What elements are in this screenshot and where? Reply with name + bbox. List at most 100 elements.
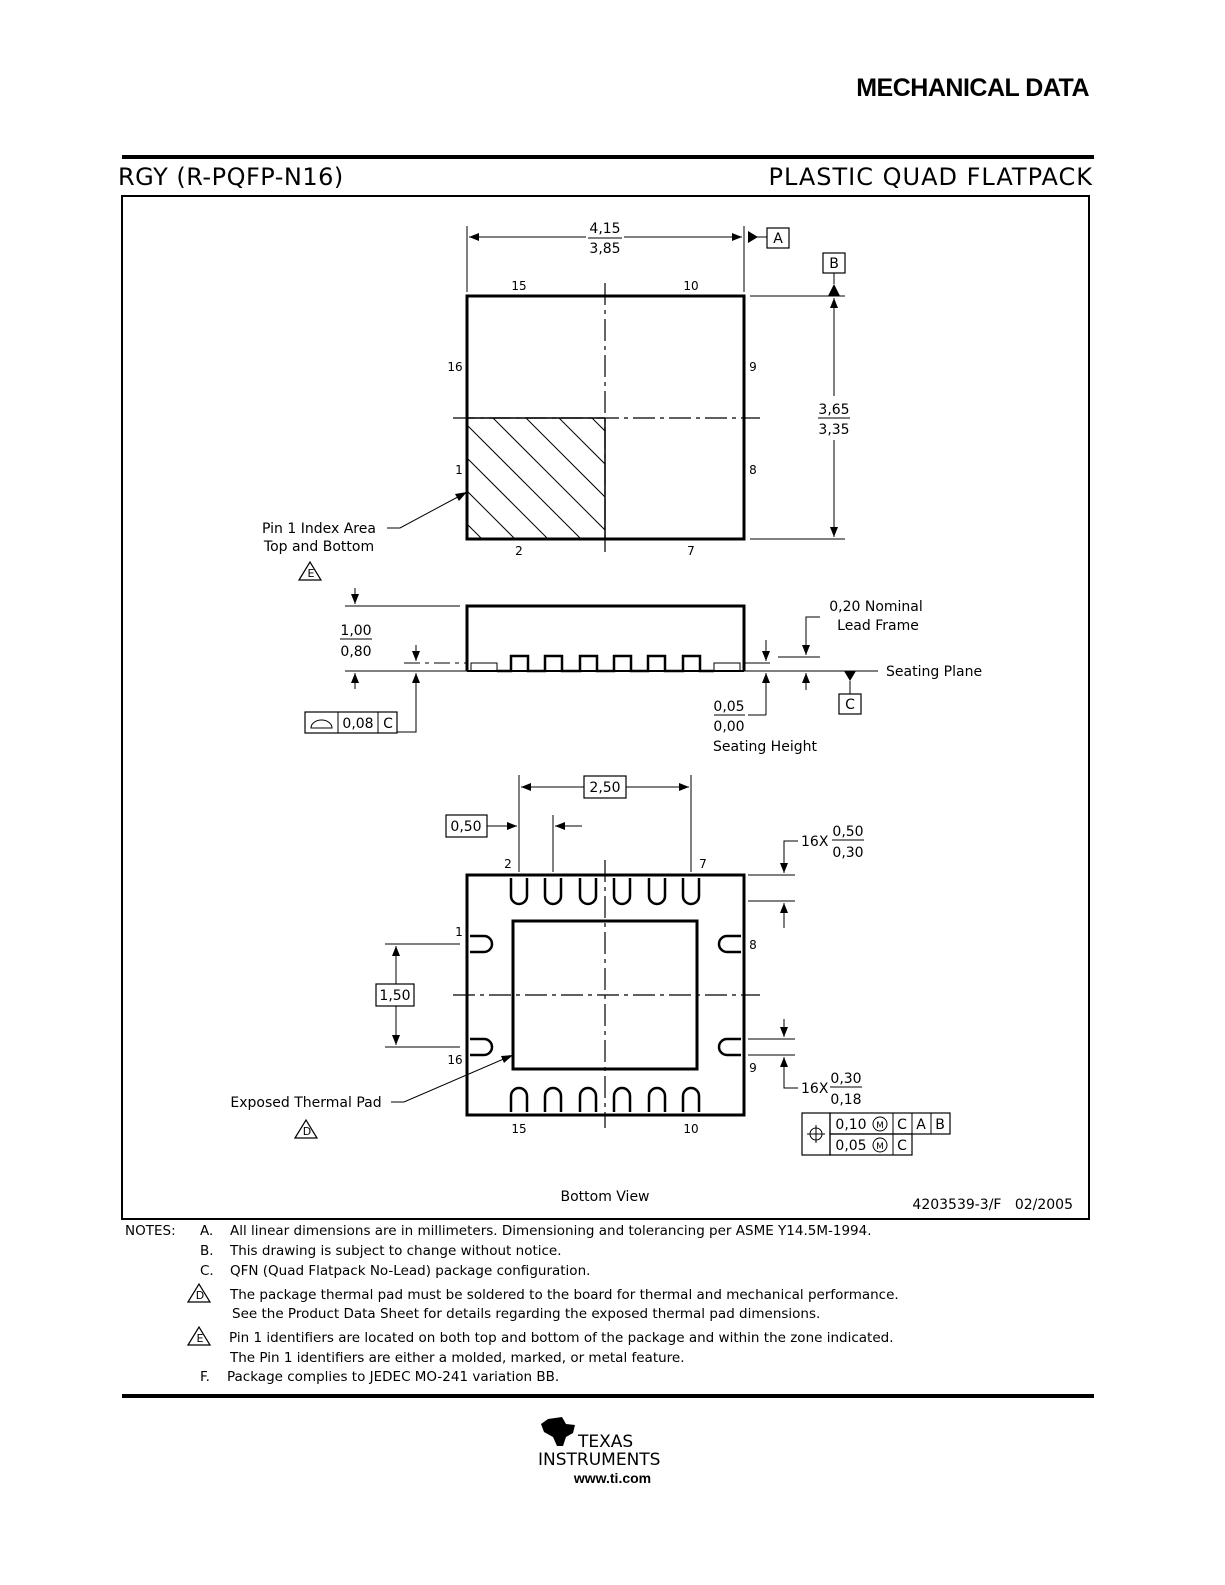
header-rule [122, 155, 1094, 159]
pin-label: 7 [687, 544, 695, 558]
note-d-triangle [186, 1282, 212, 1303]
index-label: Top and Bottom [263, 539, 374, 555]
note-text: QFN (Quad Flatpack No-Lead) package conf… [230, 1263, 591, 1279]
seating-height-label: Seating Height [713, 739, 817, 755]
note-text: The package thermal pad must be soldered… [230, 1287, 899, 1303]
page-title: MECHANICAL DATA [856, 74, 1089, 102]
mmc-icon [872, 1116, 888, 1132]
ti-brand-2: INSTRUMENTS [538, 1450, 660, 1470]
lead-length-min: 0,30 [832, 845, 863, 861]
pin-label: 7 [699, 857, 707, 871]
side-view: 1,00 0,80 0,08 C 0,05 0,00 Seating Heigh… [304, 588, 982, 755]
note-text: See the Product Data Sheet for details r… [232, 1306, 821, 1322]
note-d-ref: D [303, 1125, 311, 1138]
datum-b: B [829, 256, 839, 272]
flatness-frame [304, 711, 398, 734]
pad-span-box [375, 983, 415, 1007]
note-e-marker: E [197, 1332, 204, 1345]
lead-width-max: 0,30 [830, 1071, 861, 1087]
note-text: The Pin 1 identifiers are either a molde… [230, 1350, 685, 1366]
height-min: 3,35 [818, 422, 849, 438]
drawing-frame [121, 195, 1090, 1220]
lead-width-min: 0,18 [830, 1092, 861, 1108]
notes-label: NOTES: [125, 1223, 176, 1239]
pin-label: 10 [683, 1122, 698, 1136]
package-type: PLASTIC QUAD FLATPACK [768, 163, 1093, 191]
pin-label: 16 [447, 1053, 462, 1067]
note-d-marker: D [196, 1289, 204, 1302]
note-letter: A. [200, 1223, 214, 1239]
note-e-ref: E [308, 567, 315, 580]
width-max: 4,15 [589, 221, 620, 237]
pin-label: 2 [504, 857, 512, 871]
pin1-hatch [467, 418, 605, 539]
pin-label: 15 [511, 279, 526, 293]
note-text: Package complies to JEDEC MO-241 variati… [227, 1369, 560, 1385]
pin-label: 15 [511, 1122, 526, 1136]
span-box [583, 775, 627, 799]
side-view-body [465, 604, 746, 671]
package-code: RGY (R-PQFP-N16) [118, 163, 344, 191]
note-d-triangle [293, 1118, 319, 1139]
position-tolerance-frame: 0,10 M C A B 0,05 M C [801, 1112, 951, 1156]
datum-ref: B [935, 1117, 945, 1133]
width-min: 3,85 [589, 241, 620, 257]
pitch-value: 0,50 [450, 819, 481, 835]
lead-frame-label: Lead Frame [837, 618, 919, 634]
note-letter: B. [200, 1243, 214, 1259]
lead-count-1: 16X [801, 834, 829, 850]
ti-brand-1: TEXAS [577, 1432, 633, 1452]
datum-a-box [766, 227, 790, 249]
website-link[interactable]: www.ti.com [573, 1470, 652, 1486]
standoff-max: 0,05 [713, 699, 744, 715]
pin-label: 1 [455, 925, 463, 939]
thermal-pad-label: Exposed Thermal Pad [230, 1095, 381, 1111]
tolerance-1: 0,10 [835, 1117, 866, 1133]
note-text: All linear dimensions are in millimeters… [230, 1223, 872, 1239]
pin-label: 9 [749, 360, 757, 374]
top-view: 15 10 16 9 1 8 2 7 4,15 3,85 A B 3,65 3,… [262, 221, 850, 581]
side-height-max: 1,00 [340, 623, 371, 639]
surface-profile-icon [310, 719, 333, 729]
datum-c: C [845, 697, 855, 713]
datum-ref: C [897, 1138, 907, 1154]
bottom-leads-sides [470, 934, 741, 1057]
note-letter: F. [200, 1369, 210, 1385]
drawing-number: 4203539-3/F 02/2005 [912, 1197, 1073, 1213]
side-height-min: 0,80 [340, 644, 371, 660]
index-label: Pin 1 Index Area [262, 521, 376, 537]
height-max: 3,65 [818, 402, 849, 418]
note-text: Pin 1 identifiers are located on both to… [229, 1330, 894, 1346]
lead-length-max: 0,50 [832, 824, 863, 840]
note-e-triangle [297, 560, 323, 581]
notes-section: NOTES: A. All linear dimensions are in m… [125, 1221, 1085, 1391]
bottom-leads-bottom [509, 1086, 701, 1112]
datum-a: A [773, 231, 783, 247]
ti-logo: TEXAS INSTRUMENTS [538, 1417, 660, 1470]
bottom-leads-top [509, 878, 701, 906]
note-e-triangle [186, 1325, 212, 1346]
tolerance-2: 0,05 [835, 1138, 866, 1154]
span-value: 2,50 [589, 780, 620, 796]
datum-ref: A [916, 1117, 926, 1133]
mmc-label: M [876, 1142, 884, 1152]
standoff-min: 0,00 [713, 719, 744, 735]
pin-label: 16 [447, 360, 462, 374]
bottom-view: 2 7 1 8 16 9 15 10 2,50 0,50 1,50 16X [230, 775, 1073, 1213]
flatness-datum: C [383, 716, 393, 732]
note-letter: C. [200, 1263, 214, 1279]
pin-label: 2 [515, 544, 523, 558]
datum-ref: C [897, 1117, 907, 1133]
pin-label: 8 [749, 463, 757, 477]
pad-span-value: 1,50 [379, 988, 410, 1004]
bottom-view-caption: Bottom View [560, 1189, 649, 1205]
pin-label: 8 [749, 938, 757, 952]
pin-label: 9 [749, 1061, 757, 1075]
texas-state-icon [541, 1417, 575, 1446]
lead-count-2: 16X [801, 1081, 829, 1097]
lead-frame-label: 0,20 Nominal [829, 599, 923, 615]
datum-c-box [838, 693, 862, 715]
note-text: This drawing is subject to change withou… [230, 1243, 562, 1259]
pin-label: 10 [683, 279, 698, 293]
